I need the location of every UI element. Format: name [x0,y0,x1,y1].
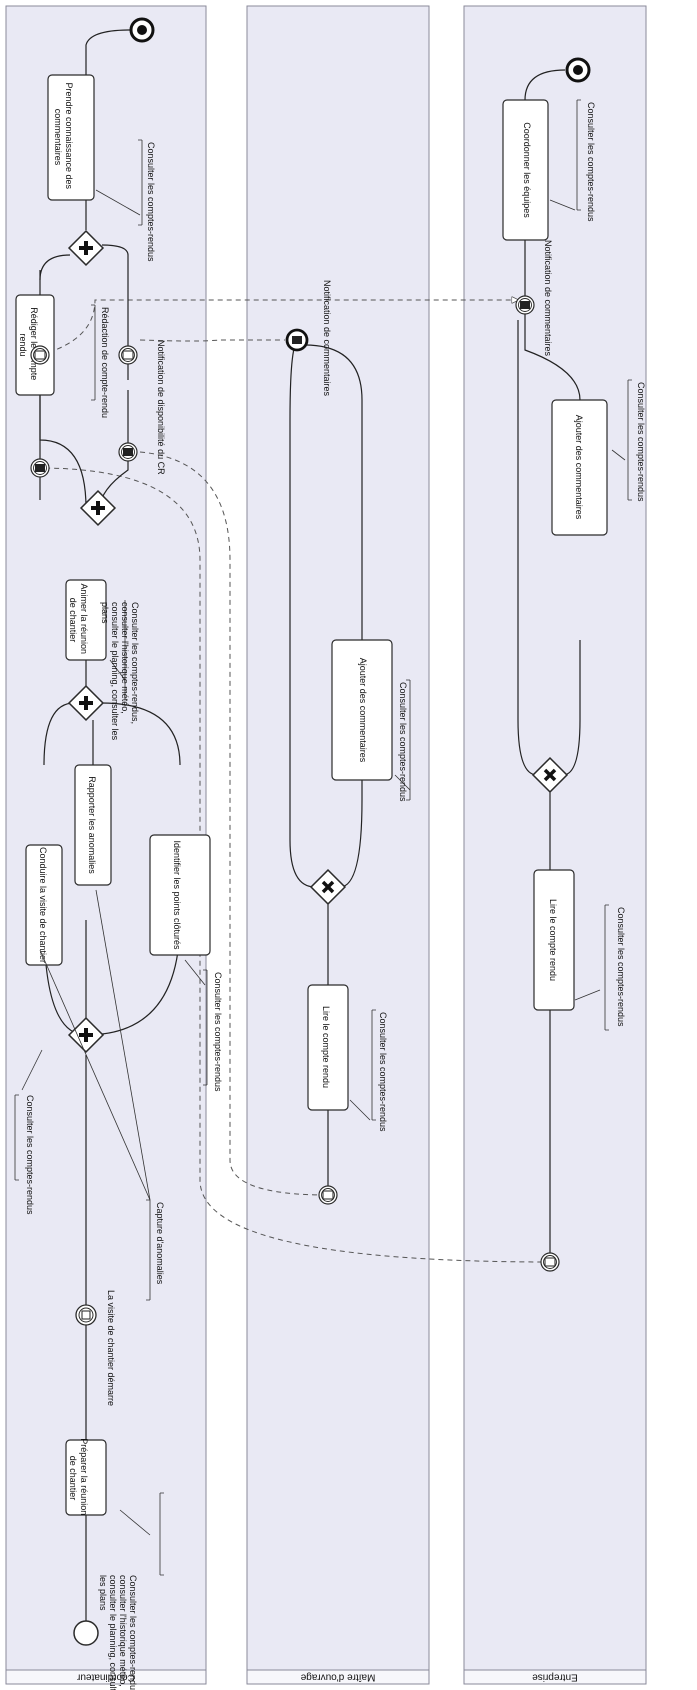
message-start-maitre [318,1185,338,1205]
annot-maitre-lire: Consulter les comptes-rendus [371,1009,388,1132]
annot-prendre-text: Consulter les comptes-rendus [146,142,156,262]
parallel-gateway-after-rediger [79,489,117,527]
task-preparer-line2: de chantier [68,1456,78,1501]
parallel-gateway-split [67,1016,105,1054]
task-conduire-label: Conduire la visite de chantier [38,847,48,963]
task-entreprise-ajouter-label: Ajouter des commentaires [574,415,584,520]
annot-preparer-line4: les plans [98,1575,108,1611]
svg-text:Consulter les comptes-rendus,: Consulter les comptes-rendus, consulter … [98,1575,138,1690]
lane-maitre-ouvrage: Maître d'ouvrage [246,5,430,1685]
intermediate-event-visite [75,1304,97,1326]
svg-text:Préparer la réunion de c: Préparer la réunion de chantier [68,1438,89,1518]
task-entreprise-ajouter[interactable]: Ajouter des commentaires [551,399,608,536]
task-animer-line1: Animer la réunion [79,583,89,654]
task-rediger-line2: rendu [18,333,28,356]
annot-maitre-ajouter-text: Consulter les comptes-rendus [398,682,408,802]
annot-animer-line3: consulter le planning, consulter les [110,602,120,741]
annot-preparer-line3: consulter le planning, consulter [108,1575,118,1690]
svg-text:Rédiger le compte rendu: Rédiger le compte rendu [18,307,39,383]
task-prendre-line1: Prendre connaissance des [64,82,74,189]
task-entreprise-lire-label: Lire le compte rendu [548,899,558,981]
message-catch-event-1 [30,345,50,365]
task-maitre-lire[interactable]: Lire le compte rendu [307,984,349,1111]
maitre-flows [289,344,363,1195]
annot-entreprise-lire-text: Consulter les comptes-rendus [616,907,626,1027]
annot-maitre-ajouter: Consulter les comptes-rendus [398,679,411,802]
task-prendre-line2: commentaires [53,109,63,166]
lane-entreprise: Entreprise [463,5,647,1685]
task-prendre-connaissance[interactable]: Prendre connaissance des commentaires [47,74,95,201]
task-maitre-ajouter[interactable]: Ajouter des commentaires [331,639,393,781]
annot-entreprise-coordonner-text: Consulter les comptes-rendus [586,102,596,222]
lane-label-maitre-ouvrage: Maître d'ouvrage [300,1671,375,1682]
message-throw-event-2 [118,442,138,462]
entreprise-notif-comm-label: Notification de commentaires [543,240,553,357]
task-preparer-line1: Préparer la réunion [79,1438,89,1515]
annot-rediger: Rédaction de compte-rendu [91,304,110,418]
message-throw-event-1 [30,458,50,478]
message-start-entreprise [540,1252,560,1272]
parallel-gateway-join-top [67,229,105,267]
task-animer-line2: de chantier [68,598,78,643]
svg-text:Prendre connaissance des: Prendre connaissance des commentaires [53,82,74,191]
annot-identifier-text: Consulter les comptes-rendus [213,972,223,1092]
exclusive-gateway-entreprise [531,756,569,794]
task-conduire-visite[interactable]: Conduire la visite de chantier [25,844,63,966]
annot-animer-line1: Consulter les comptes-rendus, [130,602,140,724]
annot-animer-line4: plans [100,602,110,624]
message-catch-entreprise [515,295,535,315]
task-entreprise-lire[interactable]: Lire le compte rendu [533,869,575,1011]
annot-prendre: Consulter les comptes-rendus [138,139,156,262]
lane-label-coordinateur: Coordinateur [76,1671,134,1682]
annot-identifier: Consulter les comptes-rendus [203,969,223,1092]
message-catch-event-2 [118,345,138,365]
annot-entreprise-lire: Consulter les comptes-rendus [604,904,626,1031]
maitre-notif-comm-label: Notification de commentaires [322,280,332,397]
task-rediger-compte-rendu-actual[interactable]: Rédiger le compte rendu [15,294,55,396]
svg-text:Animer la réunion de cha: Animer la réunion de chantier [68,583,89,656]
task-rapporter-anomalies[interactable]: Rapporter les anomalies [74,764,112,886]
start-event-coordinateur [73,1620,99,1646]
parallel-gateway-join [67,684,105,722]
task-animer-reunion[interactable]: Animer la réunion de chantier [65,579,107,661]
annot-capture-text: Capture d'anomalies [155,1202,165,1285]
task-entreprise-coordonner[interactable]: Coordonner les équipes [502,99,549,241]
annot-animer: Consulter les comptes-rendus, consulter … [100,600,140,743]
annot-entreprise-ajouter: Consulter les comptes-rendus [627,379,646,502]
annot-conduire-text: Consulter les comptes-rendus [25,1095,35,1215]
end-event-coordinateur [129,17,155,43]
exclusive-gateway-maitre [309,868,347,906]
annot-conduire: Consulter les comptes-rendus [14,1049,43,1215]
event-visite-label: La visite de chantier démarre [106,1290,116,1406]
task-rediger-line1: Rédiger le compte [29,307,39,380]
task-rapporter-label: Rapporter les anomalies [87,776,97,874]
annot-animer-line2: consulter l'historique météo, [120,602,130,714]
task-identifier-points[interactable]: Identifier les points clôturés [149,834,211,956]
task-maitre-lire-label: Lire le compte rendu [321,1006,331,1088]
annot-preparer: Consulter les comptes-rendus, consulter … [98,1492,164,1690]
task-maitre-ajouter-label: Ajouter des commentaires [358,658,368,763]
event-notif-cr-label: Notification de disponibilité du CR [156,340,166,475]
annot-preparer-line1: Consulter les comptes-rendus, [128,1575,138,1690]
annot-rediger-text: Rédaction de compte-rendu [100,307,110,418]
annot-maitre-lire-text: Consulter les comptes-rendus [378,1012,388,1132]
lane-label-entreprise: Entreprise [532,1671,578,1682]
annot-capture: Capture d'anomalies [146,1199,165,1301]
end-event-entreprise [565,57,591,83]
svg-text:Consulter les comptes-rendus,: Consulter les comptes-rendus, consulter … [100,602,140,743]
task-entreprise-coordonner-label: Coordonner les équipes [522,122,532,218]
annot-preparer-line2: consulter l'historique météo, [118,1575,128,1687]
annot-entreprise-coordonner: Consulter les comptes-rendus [576,99,596,222]
annot-entreprise-ajouter-text: Consulter les comptes-rendus [636,382,646,502]
task-preparer-reunion[interactable]: Préparer la réunion de chantier [65,1438,107,1518]
task-identifier-label: Identifier les points clôturés [172,840,182,950]
message-end-maitre [285,328,309,352]
